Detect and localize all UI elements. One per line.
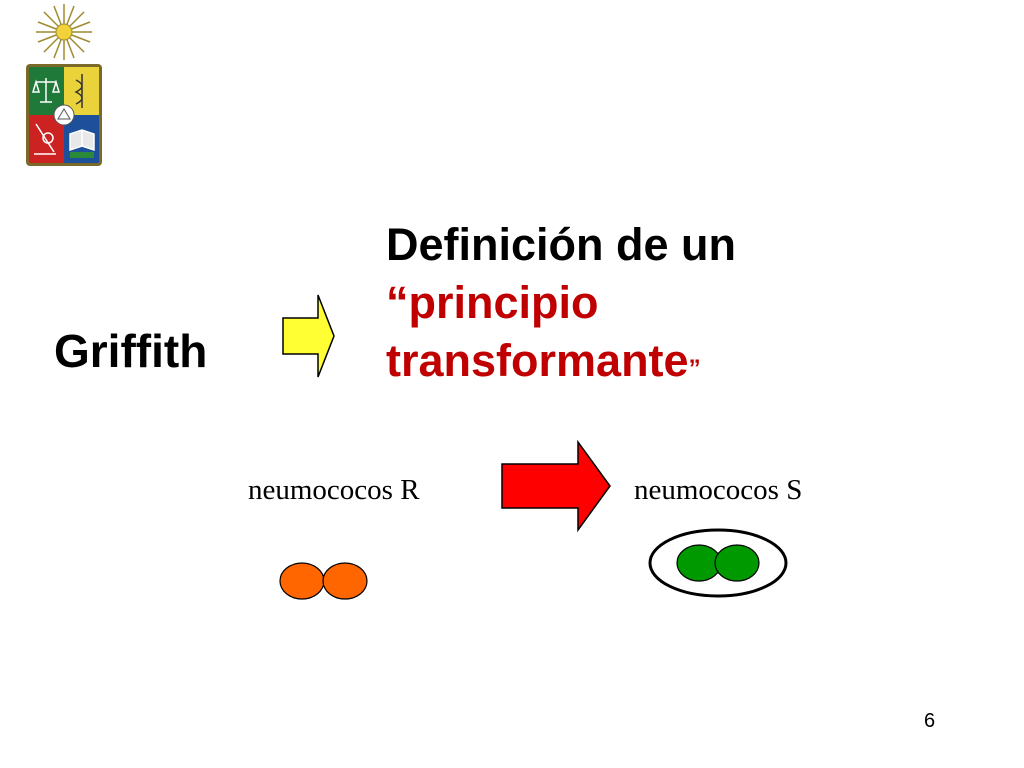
page-number: 6 [924,710,936,732]
s-cells-capsule-icon [648,528,788,598]
university-crest-icon [26,4,102,166]
r-cells-icon [279,562,368,600]
griffith-label: Griffith [54,325,208,377]
definition-heading: Definición de un “principio transformant… [386,216,946,398]
closing-quote: ” [688,355,701,382]
neumococos-r-label: neumococos R [248,474,420,506]
yellow-arrow-icon [282,294,335,378]
red-arrow-icon [501,440,611,532]
definition-term: transformante [386,335,689,386]
definition-line-3: transformante” [386,332,946,398]
definition-line-1: Definición de un [386,219,737,270]
definition-line-2: “principio [386,277,599,328]
neumococos-s-label: neumococos S [634,474,803,506]
